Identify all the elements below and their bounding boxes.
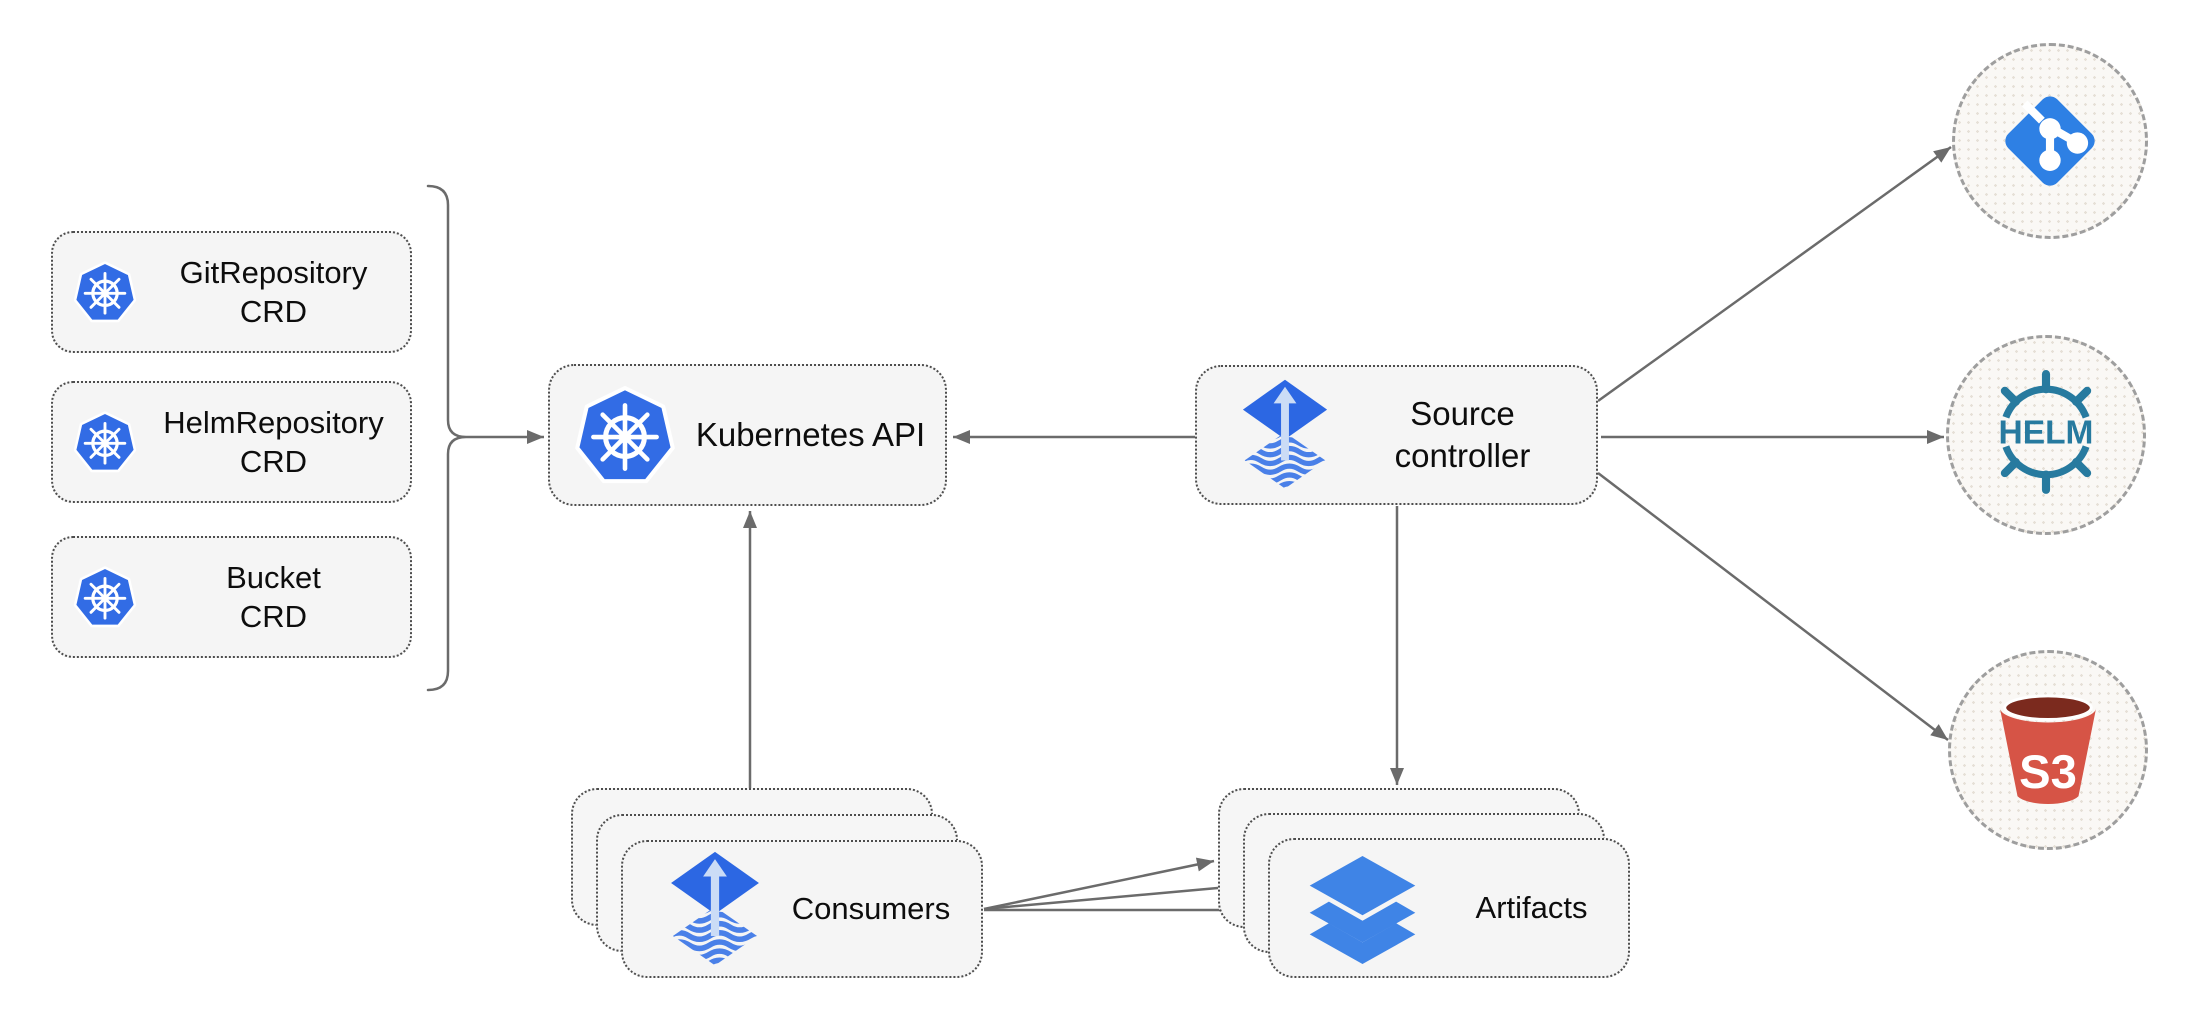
node-gitrepository-crd: GitRepository CRD: [51, 231, 412, 353]
node-label: Source controller: [1394, 395, 1531, 474]
node-helmrepository-crd: HelmRepository CRD: [51, 381, 412, 503]
edge-consumers-to-artifacts-2: [983, 880, 1241, 911]
kubernetes-icon: [73, 565, 137, 629]
flux-icon: [1241, 378, 1329, 492]
node-source-controller: Source controller: [1195, 365, 1598, 505]
node-label: GitRepository CRD: [179, 254, 368, 329]
external-helm-repository: HELM: [1946, 335, 2146, 535]
kubernetes-icon: [574, 384, 676, 486]
external-git-repository: [1952, 43, 2148, 239]
node-label: Consumers: [791, 891, 951, 927]
helm-icon: HELM: [1999, 370, 2094, 494]
s3-logo-text: S3: [2019, 746, 2077, 799]
node-bucket-crd: Bucket CRD: [51, 536, 412, 658]
node-label: Artifacts: [1475, 890, 1588, 926]
node-label: Kubernetes API: [695, 416, 926, 454]
node-artifacts: Artifacts: [1268, 838, 1630, 978]
kubernetes-icon: [73, 410, 137, 474]
edge-source-to-s3: [1597, 472, 1949, 741]
s3-bucket-icon: S3: [1999, 694, 2097, 804]
edge-source-to-git: [1597, 145, 1952, 403]
edge-consumers-to-artifacts-1: [983, 857, 1215, 911]
node-kubernetes-api: Kubernetes API: [548, 364, 947, 506]
external-s3-bucket: S3: [1948, 650, 2148, 850]
kubernetes-icon: [73, 260, 137, 324]
helm-logo-text: HELM: [1999, 414, 2094, 451]
crd-group-bracket: [426, 184, 467, 692]
node-label: HelmRepository CRD: [163, 404, 384, 479]
flux-icon: [669, 850, 761, 969]
git-icon: [2005, 96, 2095, 186]
node-consumers: Consumers: [621, 840, 983, 978]
layers-icon: [1290, 848, 1435, 968]
node-label: Bucket CRD: [226, 559, 321, 634]
